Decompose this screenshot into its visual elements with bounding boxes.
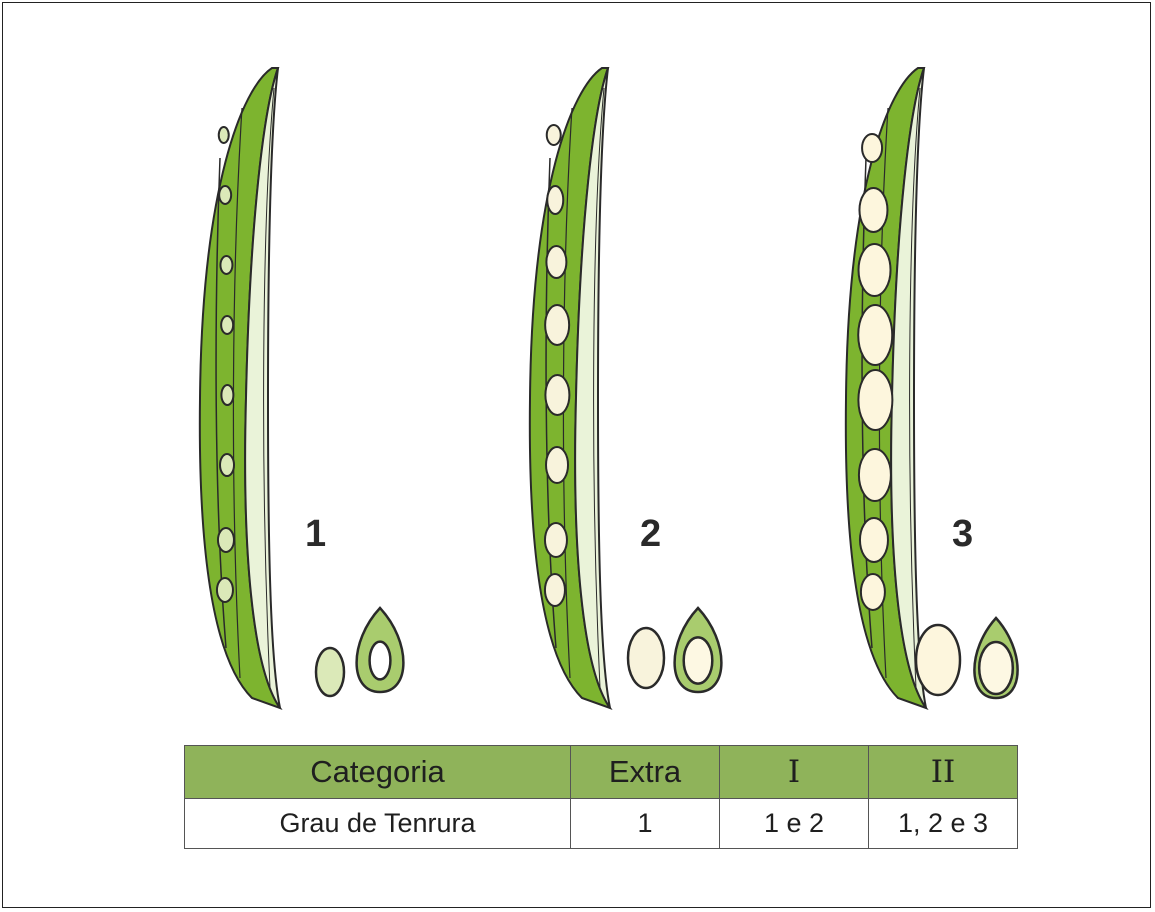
pod (530, 68, 610, 708)
table-header-cell: Extra (571, 746, 720, 799)
pod-stage-1 (200, 68, 404, 708)
pod-seed (218, 528, 234, 552)
pod-seed (546, 447, 568, 483)
pod-seed (545, 523, 567, 557)
pod-seed (545, 305, 569, 345)
pod-seed (859, 449, 891, 501)
whole-seed (316, 648, 344, 696)
table-cell: 1 e 2 (720, 799, 869, 849)
pod-seed (220, 256, 232, 274)
pod-seed (547, 125, 561, 145)
pod-seed (861, 574, 885, 610)
pod-seed (545, 574, 565, 606)
pod-seed (858, 370, 892, 430)
pod-seed (547, 186, 563, 214)
category-table: Categoria Extra I II Grau de Tenrura 1 1… (184, 745, 1018, 849)
table-header-cell: Categoria (185, 746, 571, 799)
whole-seed (916, 625, 960, 695)
table-header-row: Categoria Extra I II (185, 746, 1018, 799)
pod-seed (219, 127, 229, 143)
table-cell: 1 (571, 799, 720, 849)
stage-label: 3 (952, 513, 973, 556)
pod-seed (546, 246, 566, 278)
pod-seed (858, 305, 892, 365)
pod-seed (545, 375, 569, 415)
pod-seed (221, 385, 233, 405)
pod-stage-2 (530, 68, 722, 708)
seed-core (979, 642, 1013, 694)
pod-seed (219, 186, 231, 204)
table-row: Grau de Tenrura 1 1 e 2 1, 2 e 3 (185, 799, 1018, 849)
stage-label: 2 (640, 513, 661, 556)
pod-seed (862, 134, 882, 162)
pod-seed (220, 454, 234, 476)
whole-seed (628, 628, 664, 688)
pod-seed (860, 518, 888, 562)
table-header-cell: I (720, 746, 869, 799)
pod-seed (859, 244, 891, 296)
pod (200, 68, 280, 708)
stage-label: 1 (305, 513, 326, 556)
table-header-cell: II (869, 746, 1018, 799)
pod-seed (217, 578, 233, 602)
pod-seed (221, 316, 233, 334)
seed-core (684, 637, 713, 683)
pod-seed (859, 188, 887, 232)
seed-core (370, 642, 391, 680)
table-cell: Grau de Tenrura (185, 799, 571, 849)
pod-stage-3 (846, 68, 1018, 708)
pod-illustration (0, 0, 1155, 740)
table-cell: 1, 2 e 3 (869, 799, 1018, 849)
